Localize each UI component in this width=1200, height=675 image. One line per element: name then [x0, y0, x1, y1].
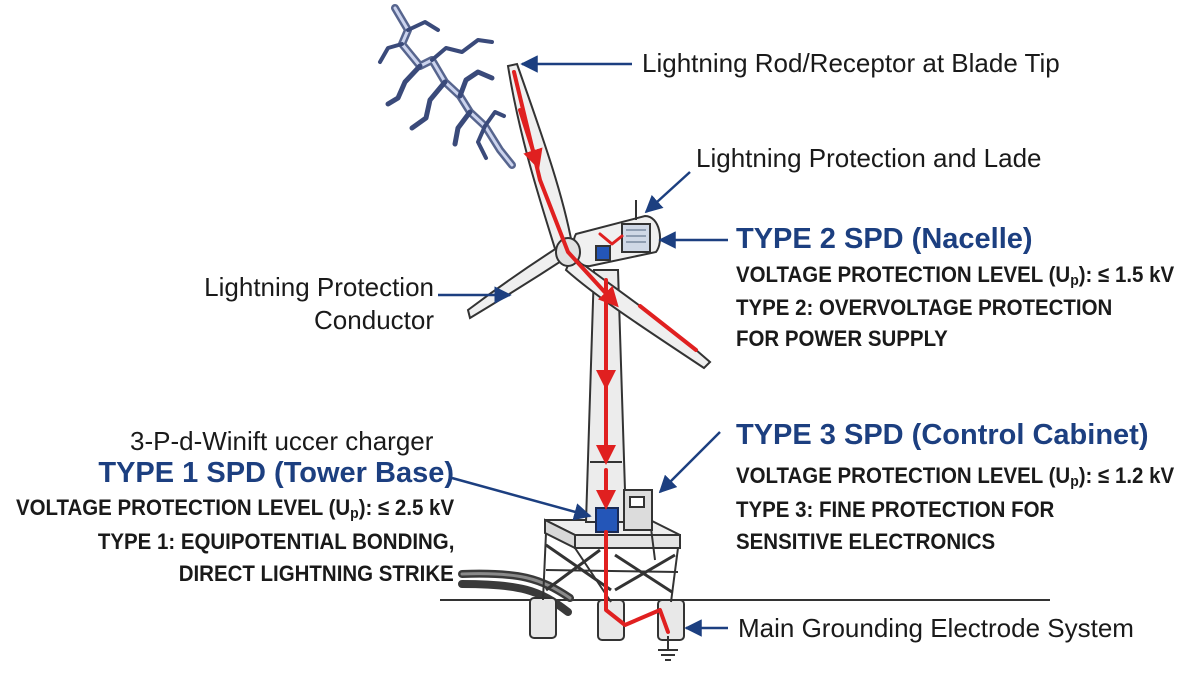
lightning-current-path [512, 70, 698, 634]
type1-desc-line1: TYPE 1: EQUIPOTENTIAL BONDING, [97, 529, 454, 554]
type3-voltage: VOLTAGE PROTECTION LEVEL (Up): ≤ 1.2 kV [736, 463, 1175, 490]
type3-heading: TYPE 3 SPD (Control Cabinet) [736, 419, 1149, 451]
callout-arrows [438, 55, 728, 637]
conductor-label-line1: Lightning Protection [204, 272, 434, 302]
ground-symbol-icon [658, 636, 678, 661]
control-cabinet [623, 489, 653, 531]
lightning-bolt-icon [378, 4, 516, 169]
nacelle-top-label: Lightning Protection and Lade [696, 143, 1042, 173]
type1-desc-line2: DIRECT LIGHTNING STRIKE [178, 561, 454, 586]
grounding-label: Main Grounding Electrode System [738, 613, 1134, 643]
type1-heading: TYPE 1 SPD (Tower Base) [98, 457, 454, 489]
type2-desc-line2: FOR POWER SUPPLY [736, 326, 948, 351]
conductor-label-line2: Conductor [314, 305, 434, 335]
type2-heading: TYPE 2 SPD (Nacelle) [736, 223, 1033, 255]
type2-spd-box [595, 245, 611, 261]
type2-desc-line1: TYPE 2: OVERVOLTAGE PROTECTION [736, 295, 1113, 320]
type1-spd-box [595, 507, 619, 533]
power-cables [458, 569, 574, 616]
type2-voltage: VOLTAGE PROTECTION LEVEL (Up): ≤ 1.5 kV [736, 262, 1175, 289]
type3-desc-line2: SENSITIVE ELECTRONICS [736, 529, 996, 554]
tower-base [529, 518, 685, 641]
rotor-blades [466, 62, 712, 370]
type3-desc-line1: TYPE 3: FINE PROTECTION FOR [736, 497, 1055, 522]
blade-tip-label: Lightning Rod/Receptor at Blade Tip [642, 48, 1060, 78]
type1-voltage: VOLTAGE PROTECTION LEVEL (Up): ≤ 2.5 kV [15, 495, 454, 522]
charger-label: 3-P-d-Winift uccer charger [130, 426, 434, 456]
